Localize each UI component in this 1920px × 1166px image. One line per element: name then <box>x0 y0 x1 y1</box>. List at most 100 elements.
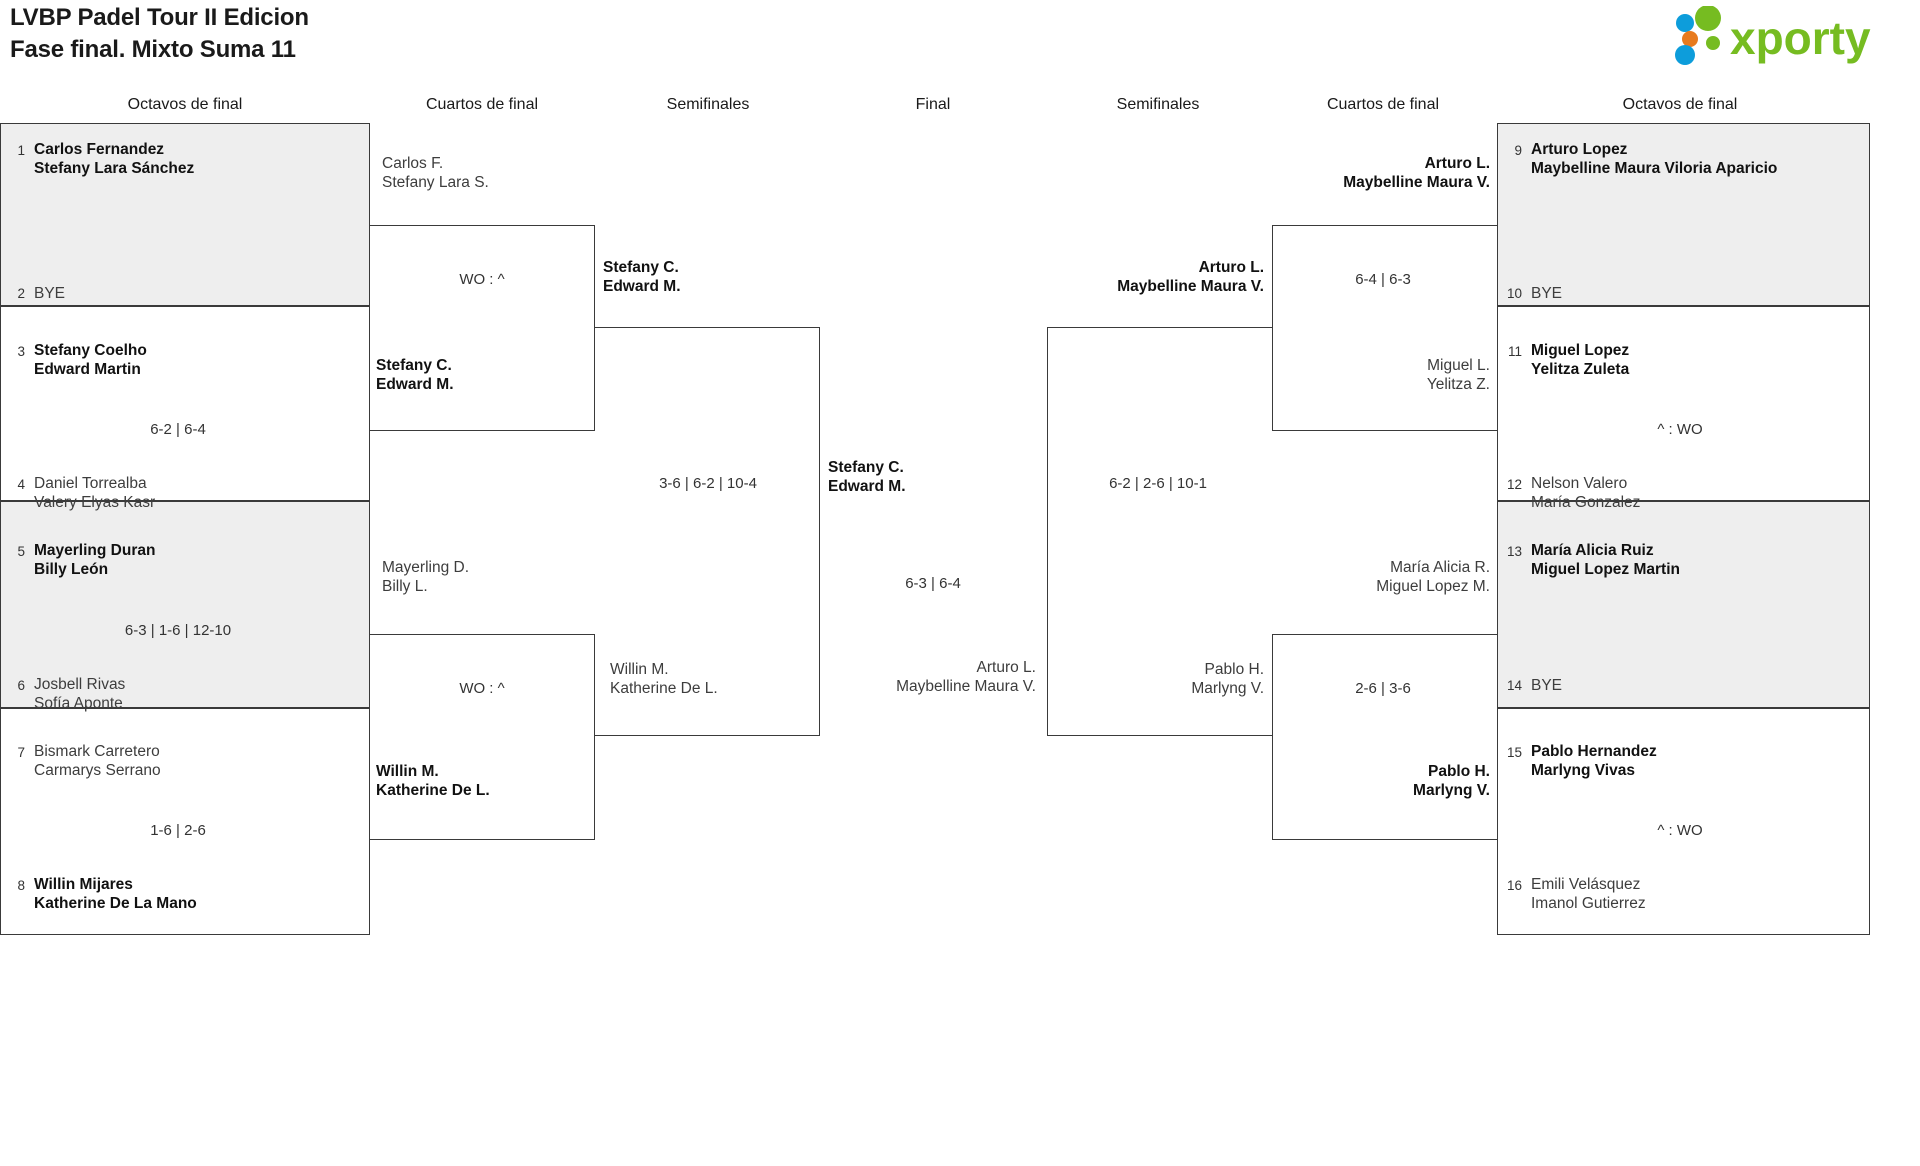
slot-seed-14[interactable]: 14 BYE <box>1505 675 1861 695</box>
match-box-7[interactable] <box>1497 501 1870 708</box>
team-name: Daniel Torrealba Valery Elyas Kasr <box>34 475 156 512</box>
team-name: Nelson Valero María Gonzalez <box>1531 475 1641 512</box>
seed-number: 15 <box>1506 745 1522 760</box>
semi-left-bottom[interactable]: Willin M. Katherine De L. <box>610 661 718 698</box>
team-name: Miguel Lopez Yelitza Zuleta <box>1531 342 1630 379</box>
cuartos-right-2-top[interactable]: María Alicia R. Miguel Lopez M. <box>1376 559 1490 596</box>
cuartos-left-1-bottom[interactable]: Stefany C. Edward M. <box>376 357 454 394</box>
title-line-2: Fase final. Mixto Suma 11 <box>10 36 296 64</box>
slot-seed-12[interactable]: 12 Nelson Valero María Gonzalez <box>1505 474 1861 512</box>
team-name: Arturo Lopez Maybelline Maura Viloria Ap… <box>1531 141 1778 178</box>
match-box-2[interactable] <box>0 306 370 501</box>
connector-cuartos-right-2 <box>1272 634 1497 840</box>
seed-number: 8 <box>17 878 25 893</box>
slot-seed-7[interactable]: 7 Bismark Carretero Carmarys Serrano <box>8 742 358 780</box>
slot-seed-6[interactable]: 6 Josbell Rivas Sofía Aponte <box>8 675 358 713</box>
score-cuartos-right-2: 2-6 | 3-6 <box>1355 680 1411 697</box>
team-name: Willin Mijares Katherine De La Mano <box>34 876 197 913</box>
team-name: Josbell Rivas Sofía Aponte <box>34 676 126 713</box>
score-semi-right: 6-2 | 2-6 | 10-1 <box>1109 475 1207 492</box>
round-header-octavos-left: Octavos de final <box>127 96 243 113</box>
bye-label: BYE <box>1531 285 1563 302</box>
cuartos-left-1-top[interactable]: Carlos F. Stefany Lara S. <box>382 155 489 192</box>
final-top[interactable]: Stefany C. Edward M. <box>828 459 906 496</box>
seed-number: 12 <box>1506 477 1522 492</box>
team-name: Emili Velásquez Imanol Gutierrez <box>1531 876 1646 913</box>
seed-number: 16 <box>1506 878 1522 893</box>
seed-number: 4 <box>17 477 25 492</box>
slot-seed-2[interactable]: 2 BYE <box>8 283 358 303</box>
connector-cuartos-left-1 <box>370 225 595 431</box>
connector-semi-right <box>1047 327 1272 736</box>
match-box-6[interactable] <box>1497 306 1870 501</box>
slot-seed-8[interactable]: 8 Willin Mijares Katherine De La Mano <box>8 875 358 913</box>
slot-seed-4[interactable]: 4 Daniel Torrealba Valery Elyas Kasr <box>8 474 358 512</box>
match-box-1[interactable] <box>0 123 370 306</box>
team-name: Bismark Carretero Carmarys Serrano <box>34 743 161 780</box>
round-header-final: Final <box>915 96 951 113</box>
page-title: LVBP Padel Tour II Edicion Fase final. M… <box>10 2 309 66</box>
svg-text:xporty: xporty <box>1730 12 1871 64</box>
seed-number: 2 <box>17 286 25 301</box>
slot-seed-16[interactable]: 16 Emili Velásquez Imanol Gutierrez <box>1505 875 1861 913</box>
seed-number: 7 <box>17 745 25 760</box>
score-final: 6-3 | 6-4 <box>905 575 961 592</box>
seed-number: 3 <box>17 344 25 359</box>
round-header-octavos-right: Octavos de final <box>1622 96 1738 113</box>
connector-cuartos-right-1 <box>1272 225 1497 431</box>
score-cuartos-right-1: 6-4 | 6-3 <box>1355 271 1411 288</box>
slot-seed-11[interactable]: 11 Miguel Lopez Yelitza Zuleta <box>1505 341 1861 379</box>
final-bottom[interactable]: Arturo L. Maybelline Maura V. <box>896 659 1036 696</box>
cuartos-right-2-bottom[interactable]: Pablo H. Marlyng V. <box>1413 763 1490 800</box>
cuartos-left-2-top[interactable]: Mayerling D. Billy L. <box>382 559 469 596</box>
title-line-1: LVBP Padel Tour II Edicion <box>10 4 309 31</box>
match-box-8[interactable] <box>1497 708 1870 935</box>
xporty-logo: xporty <box>1675 6 1871 65</box>
slot-seed-15[interactable]: 15 Pablo Hernandez Marlyng Vivas <box>1505 742 1861 780</box>
score-match-8: ^ : WO <box>1657 822 1703 839</box>
bye-label: BYE <box>34 285 66 302</box>
team-name: Carlos Fernandez Stefany Lara Sánchez <box>34 141 195 178</box>
round-header-semis-left: Semifinales <box>666 96 750 113</box>
seed-number: 14 <box>1506 678 1522 693</box>
bye-label: BYE <box>1531 677 1563 694</box>
team-name: Mayerling Duran Billy León <box>34 542 156 579</box>
semi-right-bottom[interactable]: Pablo H. Marlyng V. <box>1191 661 1264 698</box>
score-match-3: 6-3 | 1-6 | 12-10 <box>124 622 232 639</box>
match-box-5[interactable] <box>1497 123 1870 306</box>
seed-number: 10 <box>1506 286 1522 301</box>
score-match-2: 6-2 | 6-4 <box>150 421 206 438</box>
team-name: Stefany Coelho Edward Martin <box>34 342 147 379</box>
score-semi-left: 3-6 | 6-2 | 10-4 <box>659 475 757 492</box>
score-match-6: ^ : WO <box>1657 421 1703 438</box>
score-cuartos-left-2: WO : ^ <box>459 680 505 697</box>
slot-seed-5[interactable]: 5 Mayerling Duran Billy León <box>8 541 358 579</box>
seed-number: 13 <box>1506 544 1522 559</box>
connector-cuartos-left-2 <box>370 634 595 840</box>
team-name: María Alicia Ruiz Miguel Lopez Martin <box>1531 542 1680 579</box>
slot-seed-9[interactable]: 9 Arturo Lopez Maybelline Maura Viloria … <box>1505 140 1861 178</box>
slot-seed-13[interactable]: 13 María Alicia Ruiz Miguel Lopez Martin <box>1505 541 1861 579</box>
semi-left-top[interactable]: Stefany C. Edward M. <box>603 259 681 296</box>
round-header-semis-right: Semifinales <box>1116 96 1200 113</box>
cuartos-left-2-bottom[interactable]: Willin M. Katherine De L. <box>376 763 490 800</box>
semi-right-top[interactable]: Arturo L. Maybelline Maura V. <box>1117 259 1264 296</box>
round-header-cuartos-right: Cuartos de final <box>1326 96 1440 113</box>
cuartos-right-1-top[interactable]: Arturo L. Maybelline Maura V. <box>1343 155 1490 192</box>
match-box-4[interactable] <box>0 708 370 935</box>
round-header-cuartos-left: Cuartos de final <box>425 96 539 113</box>
connector-semi-left <box>595 327 820 736</box>
slot-seed-10[interactable]: 10 BYE <box>1505 283 1861 303</box>
cuartos-right-1-bottom[interactable]: Miguel L. Yelitza Z. <box>1426 357 1490 394</box>
seed-number: 9 <box>1514 143 1522 158</box>
seed-number: 1 <box>17 143 25 158</box>
slot-seed-3[interactable]: 3 Stefany Coelho Edward Martin <box>8 341 358 379</box>
match-box-3[interactable] <box>0 501 370 708</box>
team-name: Pablo Hernandez Marlyng Vivas <box>1531 743 1657 780</box>
seed-number: 6 <box>17 678 25 693</box>
seed-number: 11 <box>1507 344 1522 359</box>
seed-number: 5 <box>17 544 25 559</box>
score-cuartos-left-1: WO : ^ <box>459 271 505 288</box>
slot-seed-1[interactable]: 1 Carlos Fernandez Stefany Lara Sánchez <box>8 140 358 178</box>
score-match-4: 1-6 | 2-6 <box>150 822 206 839</box>
